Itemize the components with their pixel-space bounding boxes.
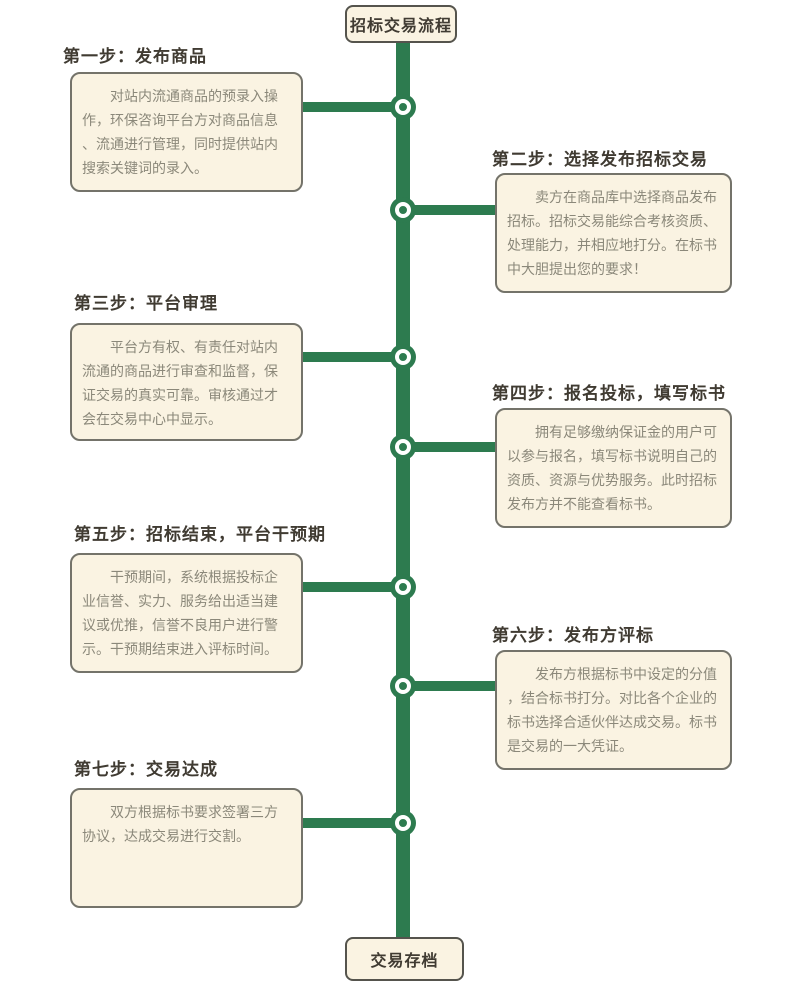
branch-connector-step-4 [404,442,497,452]
branch-connector-step-3 [300,352,404,362]
step-4-text: 拥有足够缴纳保证金的用户可以参与报名，填写标书说明自己的资质、资源与优势服务。此… [507,426,717,513]
timeline-node-icon [390,810,416,836]
timeline-node-icon [390,344,416,370]
step-7-card: 双方根据标书要求签署三方协议，达成交易进行交割。 [70,788,303,908]
step-7-text: 双方根据标书要求签署三方协议，达成交易进行交割。 [82,806,278,845]
step-5-text: 干预期间，系统根据投标企业信誉、实力、服务给出适当建议或优推，信誉不良用户进行警… [82,571,278,658]
step-2-card: 卖方在商品库中选择商品发布招标。招标交易能综合考核资质、处理能力，并相应地打分。… [495,173,732,293]
timeline-node-icon [390,574,416,600]
timeline-spine [396,40,410,938]
step-1-heading: 第一步：发布商品 [63,47,207,66]
branch-connector-step-1 [300,102,404,112]
step-5-heading: 第五步：招标结束，平台干预期 [74,525,326,544]
step-2-heading: 第二步：选择发布招标交易 [492,150,708,169]
branch-connector-step-2 [404,205,497,215]
branch-connector-step-7 [300,818,404,828]
step-1-text: 对站内流通商品的预录入操作，环保咨询平台方对商品信息、流通进行管理，同时提供站内… [82,90,278,177]
step-3-text: 平台方有权、有责任对站内流通的商品进行审查和监督，保证交易的真实可靠。审核通过才… [82,341,278,428]
step-5-card: 干预期间，系统根据投标企业信誉、实力、服务给出适当建议或优推，信誉不良用户进行警… [70,553,303,673]
step-6-text: 发布方根据标书中设定的分值，结合标书打分。对比各个企业的标书选择合适伙伴达成交易… [507,668,717,755]
timeline-node-icon [390,673,416,699]
branch-connector-step-6 [404,681,497,691]
flow-title: 招标交易流程 [349,18,452,35]
step-3-card: 平台方有权、有责任对站内流通的商品进行审查和监督，保证交易的真实可靠。审核通过才… [70,323,303,441]
branch-connector-step-5 [300,582,404,592]
flow-end-box: 交易存档 [345,937,464,981]
step-3-heading: 第三步：平台审理 [74,294,218,313]
flow-end-label: 交易存档 [370,953,439,970]
flow-start-box: 招标交易流程 [345,5,457,43]
step-4-heading: 第四步：报名投标，填写标书 [492,384,726,403]
timeline-node-icon [390,197,416,223]
timeline-node-icon [390,434,416,460]
step-4-card: 拥有足够缴纳保证金的用户可以参与报名，填写标书说明自己的资质、资源与优势服务。此… [495,408,732,528]
step-1-card: 对站内流通商品的预录入操作，环保咨询平台方对商品信息、流通进行管理，同时提供站内… [70,72,303,192]
step-7-heading: 第七步：交易达成 [74,760,218,779]
timeline-node-icon [390,94,416,120]
step-6-heading: 第六步：发布方评标 [492,626,654,645]
step-6-card: 发布方根据标书中设定的分值，结合标书打分。对比各个企业的标书选择合适伙伴达成交易… [495,650,732,770]
step-2-text: 卖方在商品库中选择商品发布招标。招标交易能综合考核资质、处理能力，并相应地打分。… [507,191,717,278]
